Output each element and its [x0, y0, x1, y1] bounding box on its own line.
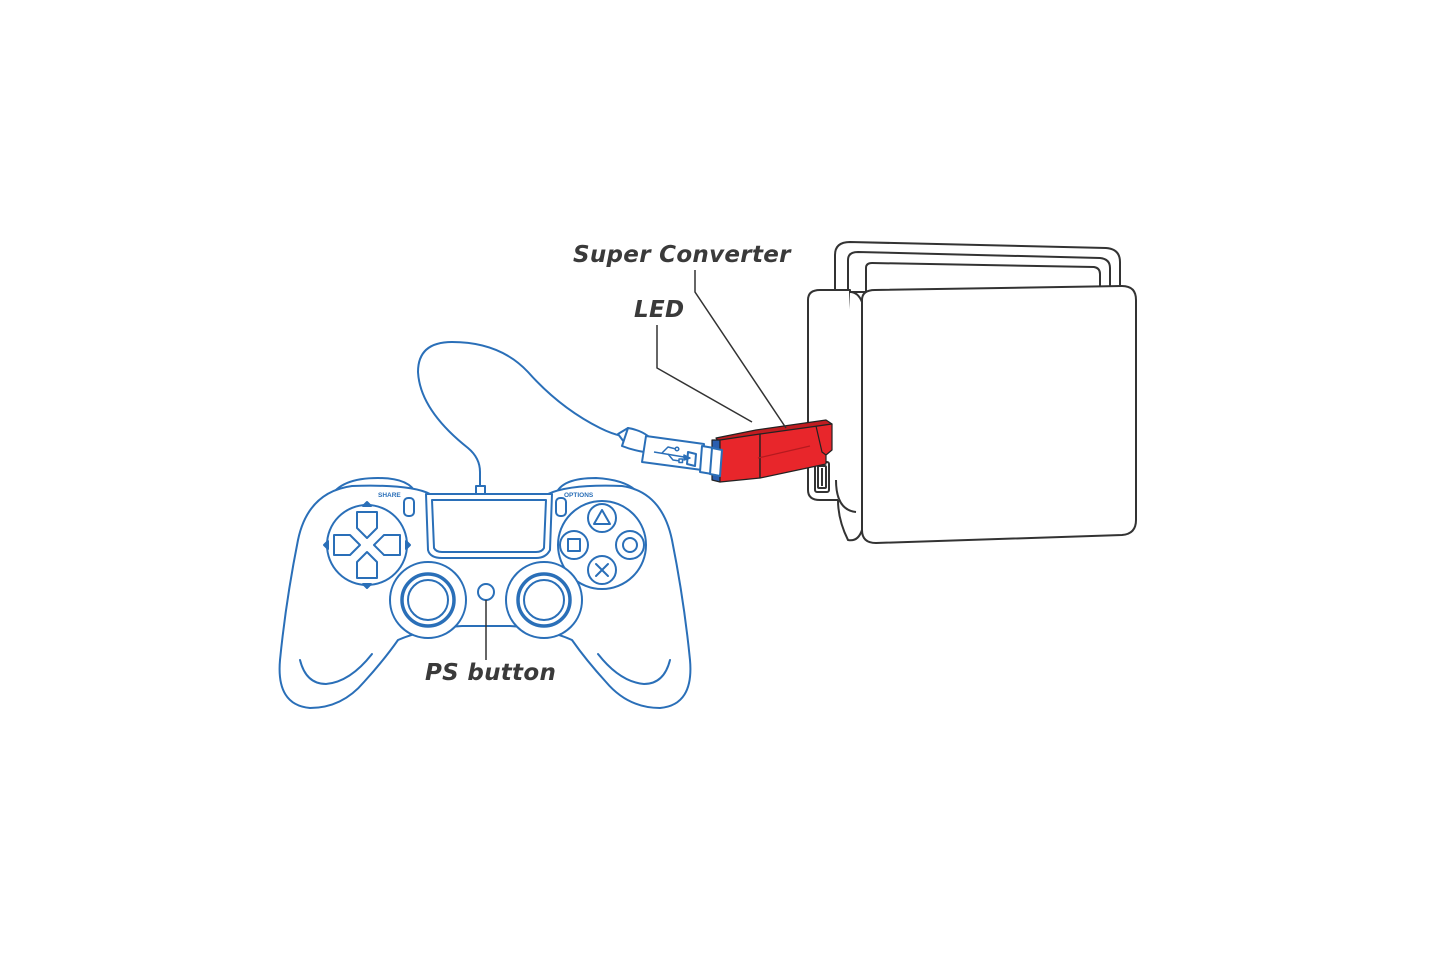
- options-label: OPTIONS: [564, 492, 594, 499]
- share-button[interactable]: [403, 497, 415, 517]
- leader-lines: [485, 270, 787, 660]
- console-tablet: [834, 241, 1121, 496]
- super-converter-label: Super Converter: [573, 242, 791, 268]
- right-analog-stick[interactable]: [505, 561, 583, 639]
- square-button[interactable]: [559, 530, 589, 560]
- cross-button[interactable]: [587, 555, 617, 585]
- circle-button[interactable]: [615, 530, 645, 560]
- usb-trident-icon: [653, 446, 691, 464]
- share-label: SHARE: [378, 492, 401, 499]
- dpad[interactable]: [323, 501, 411, 589]
- ps-button[interactable]: [477, 583, 495, 601]
- left-analog-stick[interactable]: [389, 561, 467, 639]
- usb-plug: [617, 427, 723, 477]
- usb-cable: [416, 340, 723, 488]
- led-leader: [656, 325, 753, 423]
- options-button[interactable]: [555, 497, 567, 517]
- face-buttons: [559, 503, 645, 585]
- ps-button-label: PS button: [425, 660, 557, 686]
- switch-dock: [807, 241, 1137, 544]
- dock-usb-port: [814, 461, 830, 493]
- ps-controller: SHARE OPTIONS: [278, 477, 692, 709]
- super-converter-leader: [694, 270, 787, 429]
- led-label: LED: [634, 297, 685, 323]
- triangle-button[interactable]: [587, 503, 617, 533]
- dock-front: [861, 285, 1137, 544]
